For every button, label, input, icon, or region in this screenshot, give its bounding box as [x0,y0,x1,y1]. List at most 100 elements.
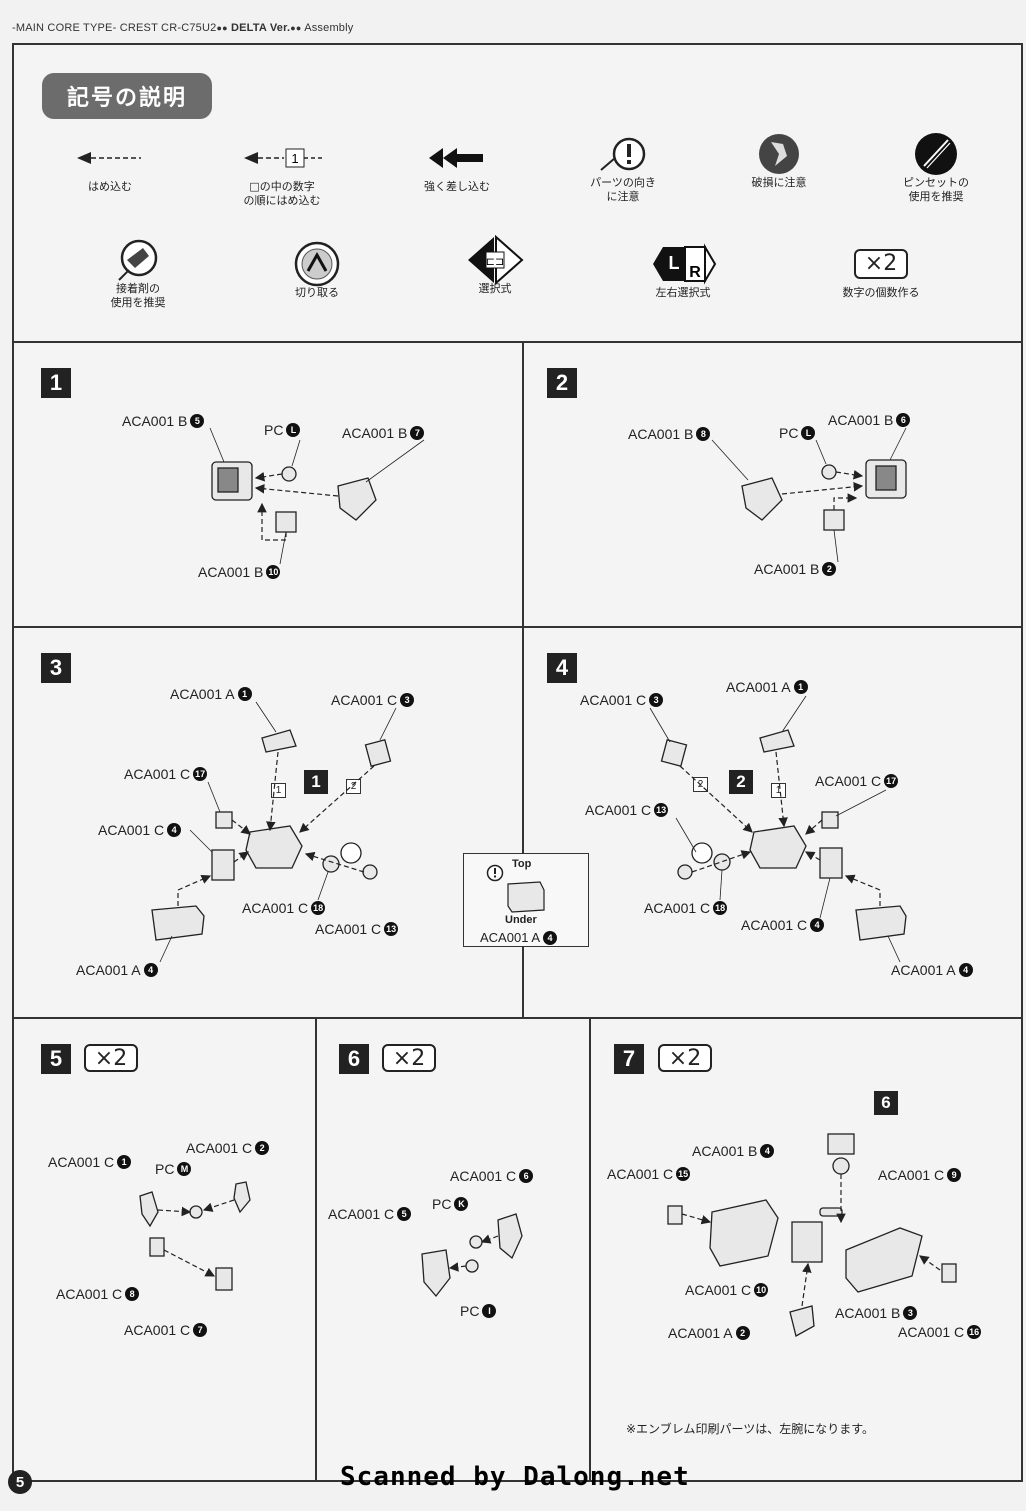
legend-label: 選択式 [478,282,512,295]
part-number-badge: 4 [958,963,973,977]
part-shape [845,1227,923,1293]
legend-title: 記号の説明 [42,73,212,119]
choice-icon: ⊏⊐ [468,235,524,285]
leader-line [833,529,839,563]
part-number-badge: 4 [810,918,825,932]
legend-breakage: 破損に注意 [738,132,820,190]
legend-strong-insert: 強く差し込む [412,136,502,194]
legend-number: 1 [291,151,298,166]
part-shape [465,1259,479,1273]
part-shape [215,811,233,829]
legend-label: 切り取る [295,286,339,299]
part-number-badge: 3 [400,693,415,707]
leader-line [379,707,397,741]
leader-line [819,877,831,919]
assembly-arrow [299,765,375,833]
part-number-badge: 8 [125,1287,140,1301]
part-number-badge: L [286,423,301,437]
part-number-badge: 1 [117,1155,132,1169]
assembly-arrow [163,1249,216,1277]
assembly-arrow [202,1199,235,1212]
part-shape [469,1235,483,1249]
assembly-arrow [833,493,858,510]
part-number-badge: 1 [793,680,808,694]
part-shape [709,1199,779,1267]
part-shape [941,1263,957,1283]
divider [12,1017,1023,1019]
legend-label: はめ込む [88,180,132,193]
legend-label: 接着剤の 使用を推奨 [110,282,166,309]
part-shape [149,1237,165,1257]
part-number-badge: 3 [649,693,664,707]
header-delta: DELTA Ver. [230,22,291,34]
assembly-arrow [266,751,279,832]
part-number-badge: 17 [884,774,899,788]
part-number-badge: 1 [237,687,252,701]
part-shape [337,477,377,521]
part-number-badge: 9 [947,1168,962,1182]
part-shape [281,466,297,482]
assembly-arrow [919,1255,941,1271]
leader-line [159,935,173,963]
part-shape [823,509,845,531]
assembly-arrow [835,469,864,480]
part-shape [832,1157,850,1175]
part-shape [741,477,783,521]
caution-icon [486,864,504,882]
multiply-icon: ×2 [854,249,908,279]
emblem-footnote: ※エンブレム印刷パーツは、左腕になります。 [626,1422,875,1436]
header-dots: ●● [216,23,228,33]
part-shape [233,1181,251,1214]
leader-line [711,439,749,481]
leader-line [889,427,907,461]
legend-label: ピンセットの 使用を推奨 [903,176,969,203]
part-number-badge: 18 [713,901,728,915]
part-shape [245,825,303,869]
assembly-arrow [157,1206,192,1217]
part-number-badge: 5 [397,1207,412,1221]
svg-text:L: L [669,253,680,273]
part-number-badge: 17 [193,767,208,781]
part-shape [261,729,297,753]
leader-line [719,869,723,901]
leader-line [835,789,887,817]
assembly-arrow [231,819,251,835]
part-number-badge: 7 [193,1323,208,1337]
leader-line [317,871,329,901]
step-multiplier: ×2 [84,1044,138,1072]
part-shape [749,825,807,869]
step-number: 6 [339,1044,369,1074]
legend-numbered-insert: 1 □の中の数字 の順にはめ込む [232,136,332,208]
cut-icon [294,241,340,287]
step-multiplier: ×2 [382,1044,436,1072]
header-section: Assembly [304,22,354,34]
part-number-badge: 4 [760,1144,775,1158]
legend-label: □の中の数字 の順にはめ込む [243,180,321,207]
step-number: 4 [547,653,577,683]
part-shape [713,853,731,871]
legend-label: 数字の個数作る [842,286,920,299]
leader-line [781,695,807,733]
legend-cut: 切り取る [276,241,358,300]
leader-line [649,707,671,743]
leader-line [189,829,213,853]
